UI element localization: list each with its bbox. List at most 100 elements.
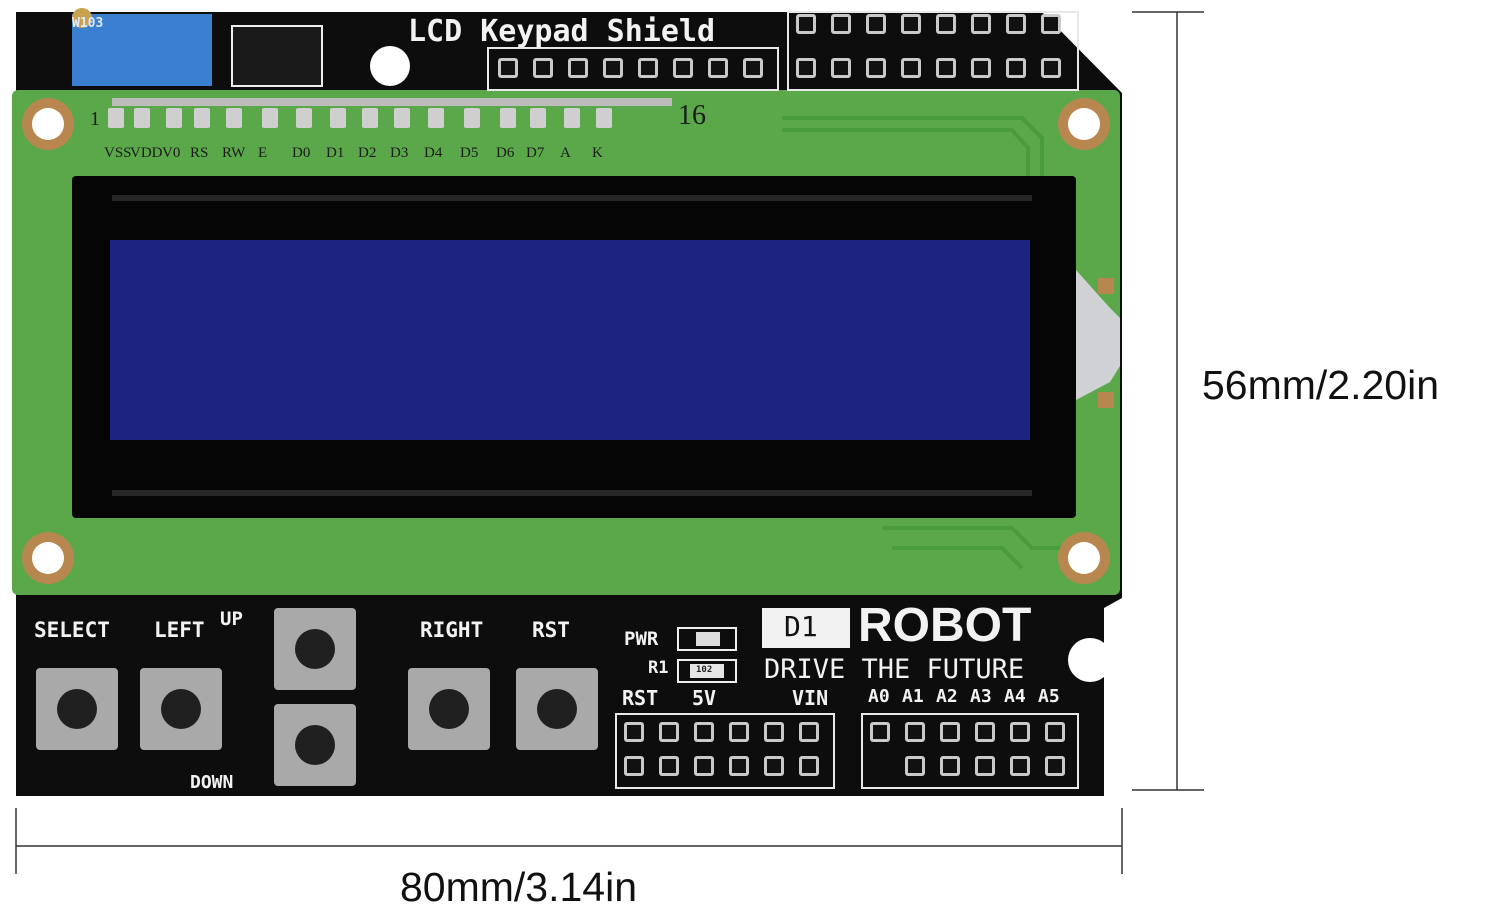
header-pad [866, 14, 886, 34]
vin-label: VIN [792, 686, 829, 710]
header-pad [831, 14, 851, 34]
lcd-pin-pad [226, 108, 242, 128]
header-pad [901, 58, 921, 78]
header-pad [638, 58, 658, 78]
header-pad [1010, 756, 1030, 776]
button-left-body [140, 668, 222, 750]
brand-name: ROBOT [858, 599, 1032, 652]
button-select-body [36, 668, 118, 750]
header-pad [624, 756, 644, 776]
trimmer-potentiometer [72, 14, 212, 86]
header-pad [1041, 58, 1061, 78]
header-pad [901, 14, 921, 34]
header-pad [799, 756, 819, 776]
header-pad [568, 58, 588, 78]
lcd-pin-pad [262, 108, 278, 128]
lcd-pin-pad [596, 108, 612, 128]
rst-pin-label: RST [622, 686, 659, 710]
lcd-pin-label: D1 [326, 145, 345, 161]
analog-pin-label: A5 [1038, 686, 1060, 707]
header-pad [729, 756, 749, 776]
right-label: RIGHT [420, 618, 484, 642]
header-pad [905, 722, 925, 742]
lcd-pin-pad [564, 108, 580, 128]
button-right-body [408, 668, 490, 750]
header-pad [498, 58, 518, 78]
lcd-pin-pad [394, 108, 410, 128]
header-pad [764, 756, 784, 776]
analog-pin-label: A4 [1004, 686, 1026, 707]
lcd-pin-label: E [258, 145, 268, 161]
board-artwork [12, 8, 1122, 796]
header-pad [1045, 756, 1065, 776]
button-rst-body [516, 668, 598, 750]
analog-pin-label: A3 [970, 686, 992, 707]
header-pad [796, 58, 816, 78]
header-pad [659, 722, 679, 742]
lcd-screen [110, 240, 1030, 440]
mount-hole-bottom-right [1058, 532, 1110, 584]
lcd-pin-pad [166, 108, 182, 128]
analog-pin-label: A0 [868, 686, 890, 707]
header-pad [940, 756, 960, 776]
analog-pin-label: A2 [936, 686, 958, 707]
header-pad [603, 58, 623, 78]
slogan: DRIVE THE FUTURE [764, 654, 1025, 685]
header-pad [905, 756, 925, 776]
lcd-pin-label: VSS [104, 145, 132, 161]
button-down-body [274, 704, 356, 786]
lcd-pin-label: D2 [358, 145, 377, 161]
5v-label: 5V [692, 686, 717, 710]
up-label: UP [220, 608, 243, 630]
header-pad [799, 722, 819, 742]
header-pad [936, 14, 956, 34]
pwr-label: PWR [624, 628, 659, 650]
lcd-pin-pad [330, 108, 346, 128]
rst-button-label: RST [532, 618, 570, 642]
r1-label: R1 [648, 658, 669, 678]
pin-end-label: 16 [678, 100, 706, 131]
lcd-pin-pad [194, 108, 210, 128]
header-pad [1010, 722, 1030, 742]
header-pad [940, 722, 960, 742]
header-pad [673, 58, 693, 78]
resistor-code: 102 [696, 665, 713, 675]
mount-hole-top-left [22, 98, 74, 150]
analog-pin-label: A1 [902, 686, 924, 707]
header-pad [764, 722, 784, 742]
lcd-pin-pad [134, 108, 150, 128]
brand-badge: D1 [784, 610, 818, 643]
lcd-pin-label: D6 [496, 145, 515, 161]
header-pad [708, 58, 728, 78]
lcd-pin-pad [296, 108, 312, 128]
header-pad [743, 58, 763, 78]
header-pad [659, 756, 679, 776]
lcd-pin-label: V0 [162, 145, 181, 161]
header-pad [971, 58, 991, 78]
header-pad [1041, 14, 1061, 34]
lcd-pin-pad [530, 108, 546, 128]
header-pad [870, 722, 890, 742]
lcd-pin-label: RS [190, 145, 209, 161]
lcd-pin-label: D7 [526, 145, 545, 161]
lcd-pin-label: K [592, 145, 603, 161]
left-label: LEFT [154, 618, 205, 642]
mount-hole-bottom-left [22, 532, 74, 584]
header-pad [975, 722, 995, 742]
pin-start-label: 1 [90, 108, 100, 130]
header-pad [694, 722, 714, 742]
header-pad [975, 756, 995, 776]
header-pad [729, 722, 749, 742]
header-pad [1045, 722, 1065, 742]
lcd-pin-pad [428, 108, 444, 128]
lcd-pin-label: D0 [292, 145, 311, 161]
header-pad [1006, 58, 1026, 78]
width-dimension-label: 80mm/3.14in [400, 864, 638, 910]
mount-hole-top-right [1058, 98, 1110, 150]
header-pad [1006, 14, 1026, 34]
button-up-body [274, 608, 356, 690]
header-pad [866, 58, 886, 78]
header-pad [936, 58, 956, 78]
